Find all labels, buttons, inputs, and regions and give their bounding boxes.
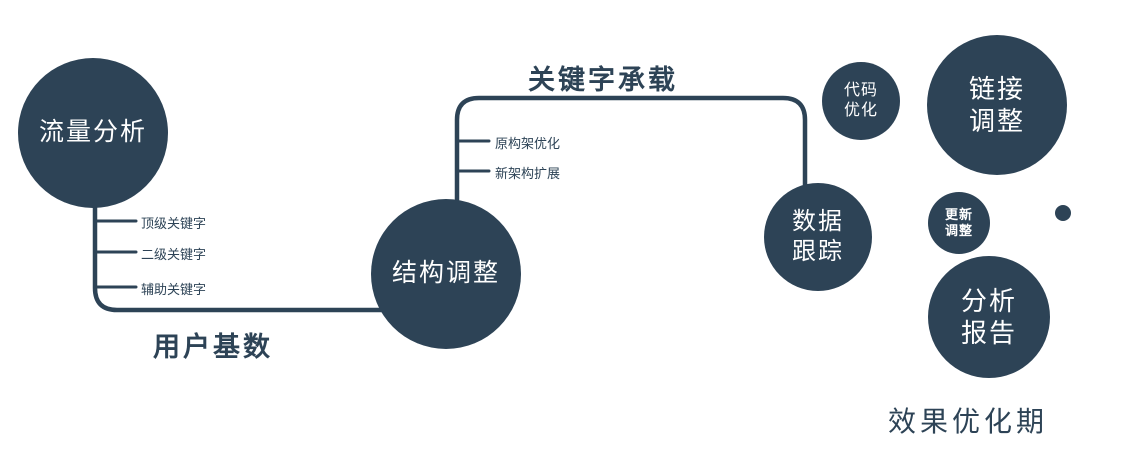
node-data-tracking: 数据 跟踪	[764, 183, 872, 291]
edge-label-user-base: 用户基数	[153, 332, 273, 362]
node-analysis-report-line2: 报告	[960, 318, 1017, 348]
node-traffic-analysis-label: 流量分析	[38, 118, 147, 147]
node-update-adjustment: 更新 调整	[928, 192, 990, 254]
node-code-optimization-line1: 代码	[843, 82, 878, 99]
node-analysis-report: 分析 报告	[928, 256, 1050, 378]
node-data-tracking-line2: 跟踪	[792, 238, 844, 265]
node-analysis-report-line1: 分析	[960, 285, 1017, 316]
traffic-branch-label-secondary-keywords: 二级关键字	[141, 247, 207, 262]
structure-branch-label-new-architecture: 新架构扩展	[495, 166, 561, 181]
node-update-adjustment-line1: 更新	[944, 206, 973, 222]
node-update-adjustment-line2: 调整	[944, 223, 973, 238]
traffic-branch-label-top-keywords: 顶级关键字	[141, 216, 207, 231]
phase-label-effect-optimization: 效果优化期	[888, 406, 1049, 437]
node-link-adjustment-line2: 调整	[968, 106, 1025, 136]
node-link-adjustment-line1: 链接	[968, 73, 1025, 104]
edge-label-keyword-carry: 关键字承载	[528, 65, 678, 95]
node-code-optimization: 代码 优化	[822, 62, 900, 140]
node-data-tracking-line1: 数据	[792, 208, 844, 235]
node-structure-adjustment: 结构调整	[371, 199, 521, 349]
node-structure-adjustment-label: 结构调整	[391, 259, 500, 288]
structure-branch-label-original-architecture: 原构架优化	[495, 136, 561, 151]
traffic-branch-label-auxiliary-keywords: 辅助关键字	[141, 282, 207, 297]
node-code-optimization-line2: 优化	[843, 102, 878, 119]
edge-keyword-carry-line	[454, 95, 808, 218]
node-traffic-analysis: 流量分析	[18, 58, 168, 208]
bullet-dot	[1055, 205, 1071, 221]
node-link-adjustment: 链接 调整	[927, 35, 1067, 175]
